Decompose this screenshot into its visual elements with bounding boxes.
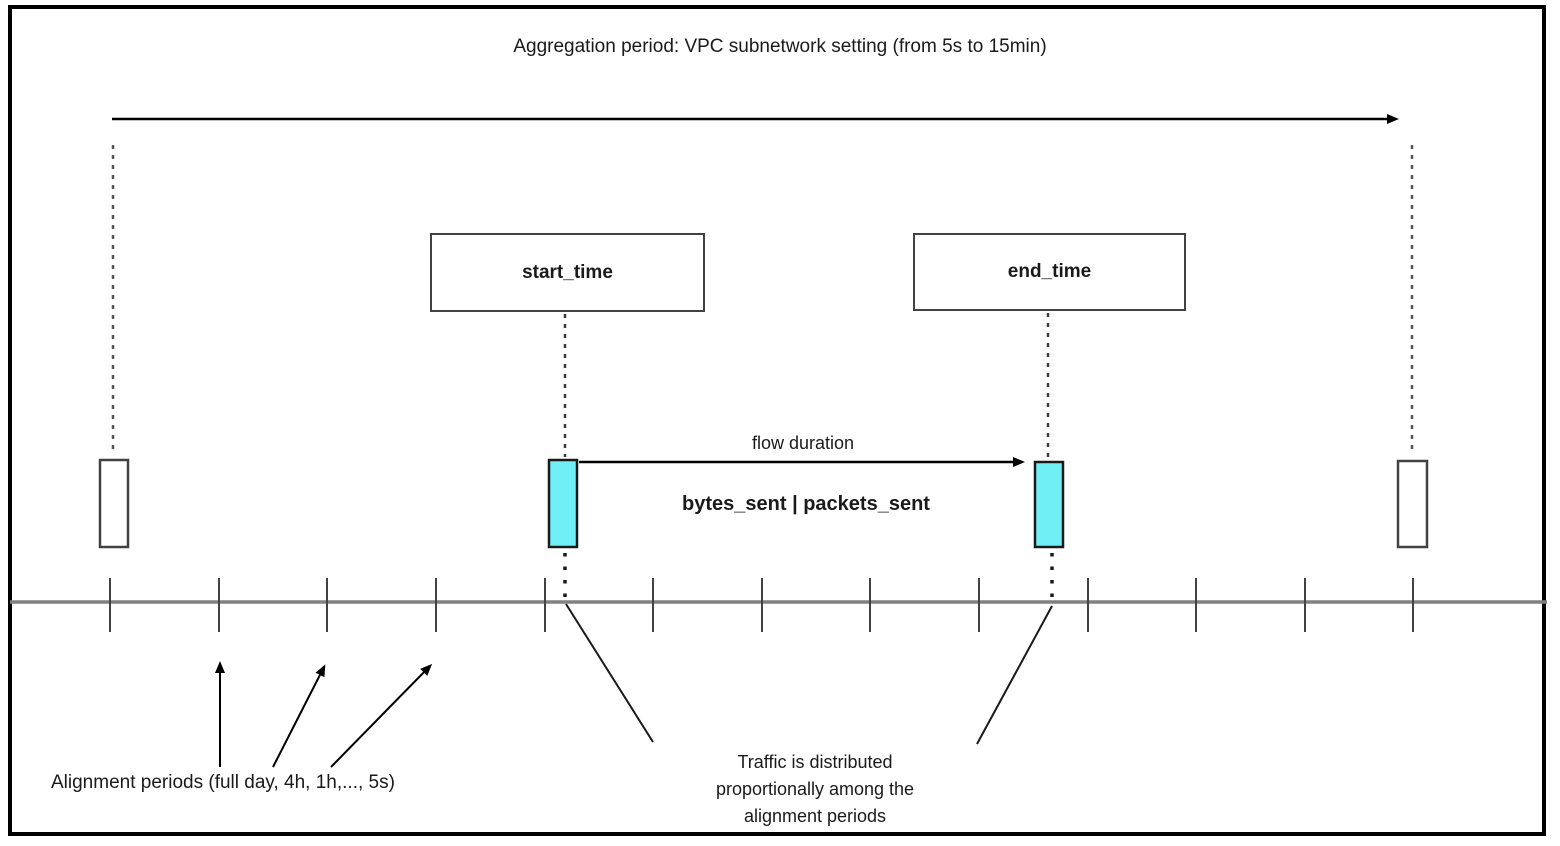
right-boundary-bar <box>1396 459 1429 549</box>
traffic-distribution-note: Traffic is distributed proportionally am… <box>665 749 965 830</box>
alignment-pointer-arrow-2 <box>272 664 326 768</box>
start-time-flow-bar <box>547 458 579 549</box>
traffic-note-leader-right <box>976 605 1053 745</box>
diagram-title: Aggregation period: VPC subnetwork setti… <box>513 36 1047 57</box>
traffic-note-line-1: Traffic is distributed <box>737 752 893 772</box>
traffic-note-line-2: proportionally among the <box>715 779 915 799</box>
end-time-flow-bar <box>1033 460 1065 549</box>
outer-frame <box>8 5 1546 836</box>
flow-duration-label: flow duration <box>751 433 855 453</box>
timeline-ticks <box>109 578 1414 632</box>
alignment-pointer-arrow-3 <box>330 663 433 768</box>
left-boundary-bar <box>98 458 130 549</box>
traffic-note-line-3: alignment periods <box>743 806 887 826</box>
flow-metrics-label: bytes_sent | packets_sent <box>682 493 930 515</box>
end-time-label: end_time <box>1007 261 1092 282</box>
start-time-label: start_time <box>522 261 613 283</box>
traffic-note-leader-left <box>565 603 654 743</box>
end-time-box: end_time <box>913 233 1186 311</box>
start-time-box: start_time <box>430 233 705 312</box>
alignment-periods-label: Alignment periods (full day, 4h, 1h,...,… <box>51 772 395 793</box>
